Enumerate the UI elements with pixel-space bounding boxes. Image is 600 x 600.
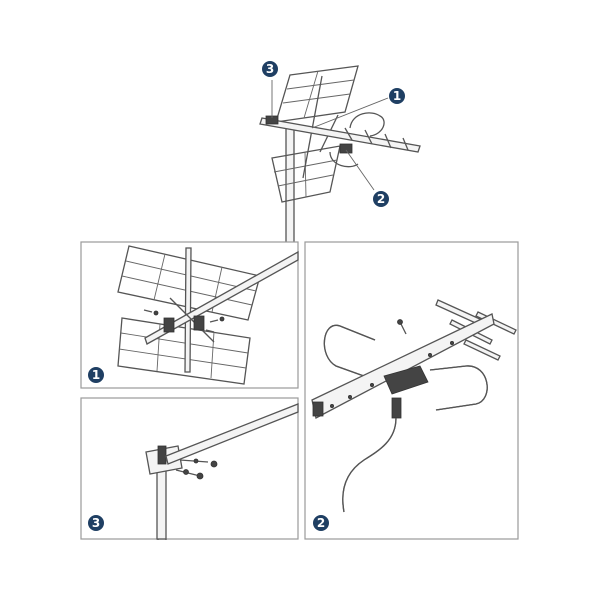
overview-upper-reflector bbox=[275, 65, 359, 123]
panel1-boom bbox=[144, 250, 299, 345]
overview-dipole-lower bbox=[329, 151, 359, 168]
panel2-terminal-box bbox=[383, 365, 429, 395]
panel2-coax-connector bbox=[391, 397, 402, 419]
callout-badge-top-2: 2 bbox=[373, 191, 389, 207]
overview-lower-reflector bbox=[271, 145, 341, 203]
detail-panel-mast-clamp bbox=[80, 397, 299, 540]
callout-label: 3 bbox=[266, 62, 274, 76]
overview-mast bbox=[285, 127, 295, 244]
callout-label: 1 bbox=[92, 368, 100, 382]
overview-terminal-box bbox=[339, 143, 353, 154]
panel3-mast bbox=[156, 461, 167, 540]
panel1-lower-reflector bbox=[117, 317, 251, 385]
detail-panel-reflector bbox=[80, 241, 299, 389]
callout-badge-panel-2: 2 bbox=[313, 515, 329, 531]
callout-badge-top-1: 1 bbox=[389, 88, 405, 104]
overview-antenna bbox=[259, 65, 421, 244]
callout-badge-panel-3: 3 bbox=[88, 515, 104, 531]
callout-label: 3 bbox=[92, 516, 100, 530]
panel3-bolts bbox=[175, 458, 218, 480]
callout-label: 1 bbox=[393, 89, 401, 103]
panel1-bracket-right bbox=[193, 315, 205, 331]
panel1-reflector-brace bbox=[184, 247, 192, 373]
detail-panel-terminal bbox=[304, 241, 519, 540]
panel1-screws bbox=[143, 309, 225, 333]
overview-dipole-upper bbox=[349, 112, 385, 137]
panel1-bracket-left bbox=[163, 317, 175, 333]
callout-badge-panel-1: 1 bbox=[88, 367, 104, 383]
callout-label: 2 bbox=[377, 192, 385, 206]
overview-director-elements bbox=[344, 127, 409, 151]
overview-boom bbox=[259, 117, 421, 153]
callout-label: 2 bbox=[317, 516, 325, 530]
callout-badge-top-3: 3 bbox=[262, 61, 278, 77]
panel3-boom bbox=[165, 403, 299, 465]
